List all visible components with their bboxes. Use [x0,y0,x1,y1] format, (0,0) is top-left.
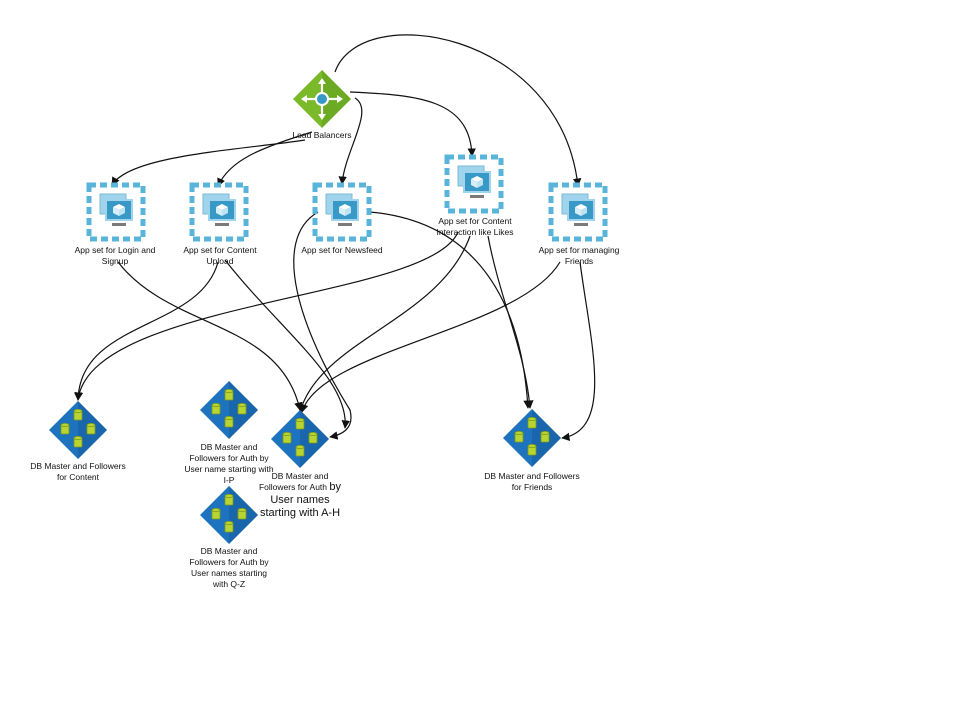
edge-lb-to-friends [334,34,582,187]
db-content-label: DB Master and Followers for Content [30,461,126,482]
edge-upload-to-auth-ah [224,259,350,429]
app-set-login-icon[interactable] [86,182,146,242]
edge-lb-to-interaction [349,91,476,157]
edge-newsfeed-to-auth-ah [293,211,352,440]
app-set-newsfeed-icon[interactable] [312,182,372,242]
connectors [74,34,596,442]
app-set-friends-icon[interactable] [548,182,608,242]
edge-upload-to-content [74,261,219,401]
db-auth-ah-label-big-inline: by [329,481,342,493]
app-set-interaction-icon[interactable] [444,154,504,214]
db-content-icon[interactable] [49,401,107,459]
load-balancer-icon[interactable] [293,70,351,128]
edge-friends-to-auth-ah [300,261,561,413]
db-friends-icon[interactable] [503,409,561,467]
edge-interaction-to-auth-ah [297,235,471,413]
app-set-login-label: App set for Login and Signup [74,245,156,266]
app-set-upload-icon[interactable] [189,182,249,242]
db-auth-qz-icon[interactable] [200,486,258,544]
edge-lb-to-newsfeed [338,97,363,185]
load-balancer-label: Load Balancers [292,130,352,140]
db-friends-label: DB Master and Followers for Friends [484,471,580,492]
app-set-interaction-label: App set for Content Interaction like Lik… [436,216,514,237]
edge-interaction-to-friends [487,235,534,409]
db-auth-ah-label-small: DB Master and Followers for Auth [258,471,329,492]
db-auth-qz-label: DB Master and Followers for Auth by User… [189,546,269,589]
db-auth-ip-icon[interactable] [200,381,258,439]
db-auth-ah-label-big: User names starting with A-H [259,494,341,519]
db-auth-ip-label: DB Master and Followers for Auth by User… [184,442,274,485]
edge-friends-to-db-friends [561,261,596,442]
edge-lb-to-login [111,139,306,186]
db-auth-ah-label: DB Master and Followers for Auth by [254,471,346,493]
app-set-friends-label: App set for managing Friends [538,245,620,266]
edge-login-to-auth-ah [117,261,303,411]
app-set-newsfeed-label: App set for Newsfeed [301,245,383,255]
db-auth-ah-icon[interactable] [271,410,329,468]
edge-interaction-to-content [74,231,459,401]
edge-lb-to-upload [217,131,313,187]
app-set-upload-label: App set for Content Upload [183,245,257,266]
edge-newsfeed-to-friends [369,211,532,409]
